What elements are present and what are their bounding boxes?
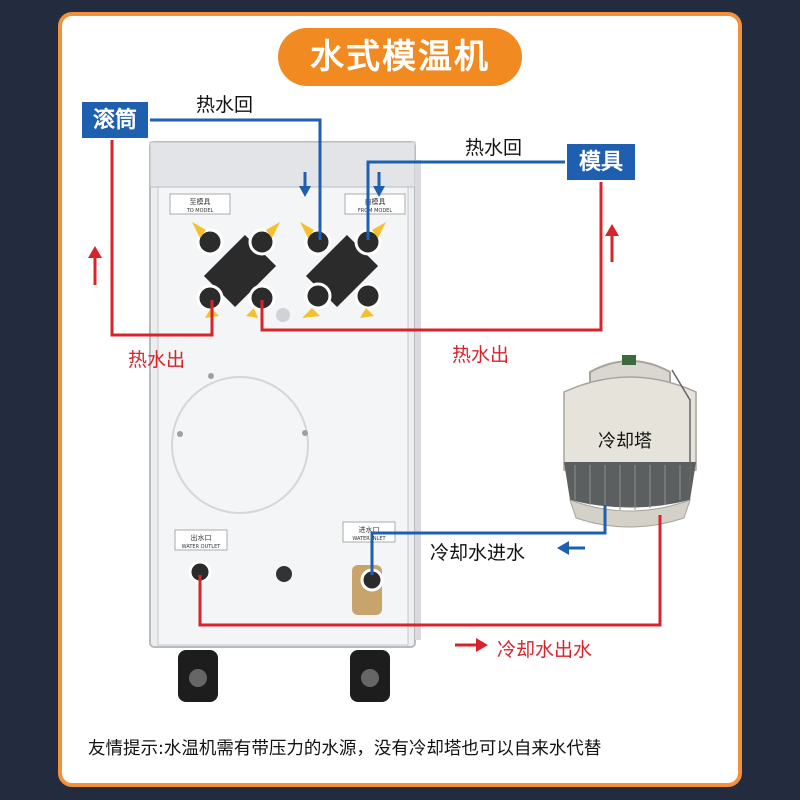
mold-temperature-machine: 至模具 TO MODEL 自模具 FROM MODEL 出水口 WATER OU…	[150, 142, 421, 702]
cooling-tower-label: 冷却塔	[598, 427, 652, 453]
to-model-cn: 至模具	[190, 197, 211, 206]
cooling-out-label: 冷却水出水	[497, 635, 592, 662]
hot-return-left-label: 热水回	[196, 90, 253, 117]
to-model-en: TO MODEL	[186, 208, 214, 214]
water-outlet-cn: 出水口	[191, 533, 212, 542]
water-inlet-en: WATER INLET	[352, 536, 386, 542]
hot-return-right-label: 热水回	[465, 133, 522, 160]
tip-note: 友情提示:水温机需有带压力的水源，没有冷却塔也可以自来水代替	[88, 735, 601, 760]
cooling-in-label: 冷却水进水	[430, 538, 525, 565]
mold-label: 模具	[565, 142, 637, 182]
roller-label: 滚筒	[80, 100, 150, 140]
hot-out-left-label: 热水出	[128, 345, 185, 372]
hot-out-right-label: 热水出	[452, 340, 509, 367]
water-outlet-en: WATER OUTLET	[182, 544, 222, 550]
from-model-en: FROM MODEL	[358, 208, 392, 214]
